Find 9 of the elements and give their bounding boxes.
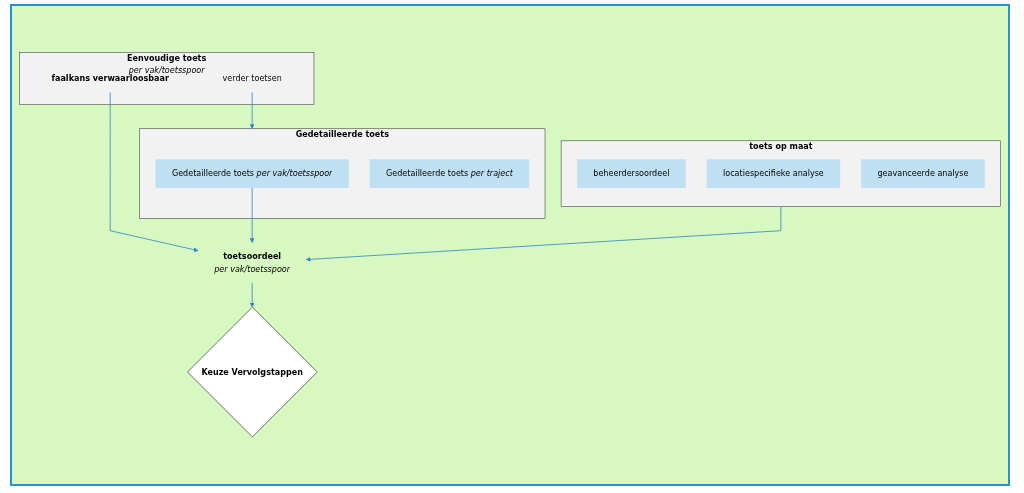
node-box: locatiespecifieke analyse <box>706 159 841 189</box>
node-box: Gedetailleerde toets per vak/toetsspoor <box>155 159 349 189</box>
node-box: Gedetailleerde toets per traject <box>369 159 530 189</box>
node-text: faalkans verwaarloosbaar <box>51 73 169 84</box>
node-text: verder toetsen <box>222 73 282 84</box>
node-box: beheerdersoordeel <box>576 159 686 189</box>
node-diamond: Keuze Vervolgstappen <box>187 307 318 438</box>
node-text: toetsoordeel per vak/toetsspoor <box>214 252 291 275</box>
node-box: geavanceerde analyse <box>861 159 985 189</box>
